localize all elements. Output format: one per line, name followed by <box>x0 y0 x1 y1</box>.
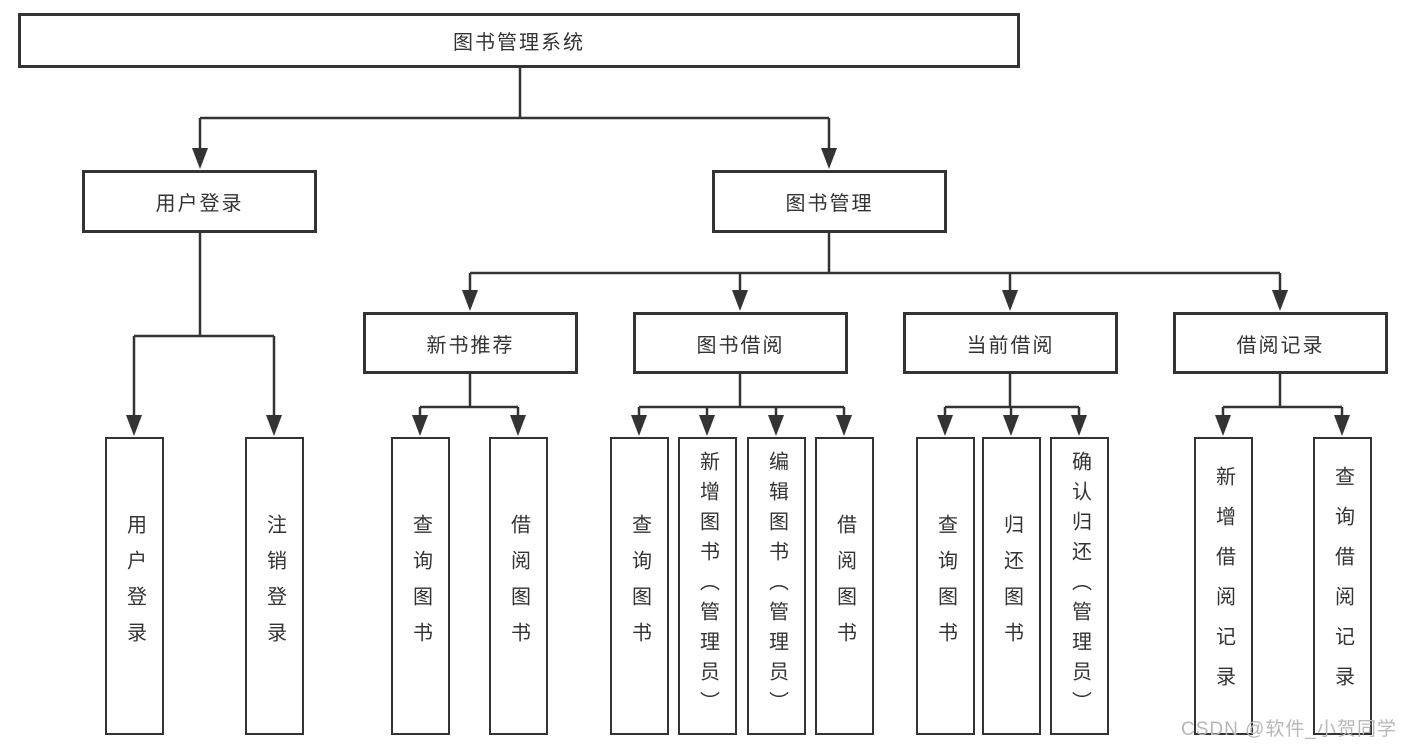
leaf-return-books-label: 归还图书 <box>1000 514 1023 658</box>
connector-book-borrow-branch <box>637 374 846 417</box>
leaf-logout: 注销登录 <box>245 437 304 735</box>
arrowhead <box>699 415 715 436</box>
node-borrow-records: 借阅记录 <box>1173 312 1388 374</box>
leaf-return-books: 归还图书 <box>982 437 1041 735</box>
arrowhead <box>462 290 478 311</box>
leaf-logout-label: 注销登录 <box>263 514 286 658</box>
arrowhead <box>821 148 837 169</box>
arrowhead <box>836 415 852 436</box>
arrowhead <box>1002 290 1018 311</box>
leaf-query-books-borrow-label: 查询图书 <box>628 514 651 658</box>
node-book-management-label: 图书管理 <box>785 193 874 215</box>
connector-borrow-record-branch <box>1221 374 1344 417</box>
connector-new-book-branch <box>418 374 520 417</box>
connector-book-management-branch <box>468 233 1282 292</box>
arrowhead <box>1071 415 1087 436</box>
arrowhead <box>126 415 142 436</box>
node-book-borrow-label: 图书借阅 <box>696 334 785 357</box>
leaf-query-books-current-label: 查询图书 <box>934 514 957 658</box>
node-borrow-records-label: 借阅记录 <box>1236 334 1325 357</box>
arrowhead <box>631 415 647 436</box>
arrowhead <box>1003 415 1019 436</box>
arrowhead <box>937 415 953 436</box>
arrowhead <box>192 148 208 169</box>
node-new-book-recommend: 新书推荐 <box>363 312 578 374</box>
arrowhead <box>412 415 428 436</box>
leaf-borrow-books-recommend: 借阅图书 <box>489 437 548 735</box>
leaf-edit-book-admin: 编辑图书（管理员） <box>747 437 806 735</box>
leaf-borrow-books: 借阅图书 <box>815 437 874 735</box>
node-new-book-recommend-label: 新书推荐 <box>426 334 515 357</box>
arrowhead <box>1272 290 1288 311</box>
node-user-login: 用户登录 <box>82 170 317 233</box>
watermark: CSDN @软件_小贺同学 <box>1181 719 1397 740</box>
leaf-query-borrow-record-label: 查询借阅记录 <box>1331 466 1354 706</box>
node-book-borrow: 图书借阅 <box>633 312 848 374</box>
leaf-borrow-books-recommend-label: 借阅图书 <box>507 514 530 658</box>
root-node-library-management-system: 图书管理系统 <box>18 13 1020 68</box>
leaf-query-books-borrow: 查询图书 <box>610 437 669 735</box>
leaf-add-borrow-record-label: 新增借阅记录 <box>1212 466 1235 706</box>
arrowhead <box>732 290 748 311</box>
leaf-edit-book-admin-label: 编辑图书（管理员） <box>765 451 788 721</box>
arrowhead <box>510 415 526 436</box>
root-node-label: 图书管理系统 <box>453 32 585 54</box>
leaf-query-books-current: 查询图书 <box>916 437 975 735</box>
leaf-query-books-recommend: 查询图书 <box>391 437 450 735</box>
node-current-borrow-label: 当前借阅 <box>966 334 1055 357</box>
node-current-borrow: 当前借阅 <box>903 312 1118 374</box>
leaf-add-book-admin-label: 新增图书（管理员） <box>696 451 719 721</box>
arrowhead <box>1215 415 1231 436</box>
node-user-login-label: 用户登录 <box>155 193 244 215</box>
connector-current-borrow-branch <box>943 374 1081 417</box>
leaf-add-borrow-record: 新增借阅记录 <box>1194 437 1253 735</box>
arrowhead <box>768 415 784 436</box>
arrowhead <box>266 415 282 436</box>
node-book-management: 图书管理 <box>712 170 947 233</box>
leaf-borrow-books-label: 借阅图书 <box>833 514 856 658</box>
connector-root-to-level2 <box>198 68 831 150</box>
leaf-query-books-recommend-label: 查询图书 <box>409 514 432 658</box>
leaf-confirm-return-admin-label: 确认归还（管理员） <box>1068 451 1091 721</box>
leaf-user-login: 用户登录 <box>105 437 164 735</box>
leaf-query-borrow-record: 查询借阅记录 <box>1313 437 1372 735</box>
connector-user-login-branch <box>132 233 276 417</box>
arrowhead <box>1334 415 1350 436</box>
leaf-confirm-return-admin: 确认归还（管理员） <box>1050 437 1109 735</box>
leaf-user-login-label: 用户登录 <box>123 514 146 658</box>
leaf-add-book-admin: 新增图书（管理员） <box>678 437 737 735</box>
